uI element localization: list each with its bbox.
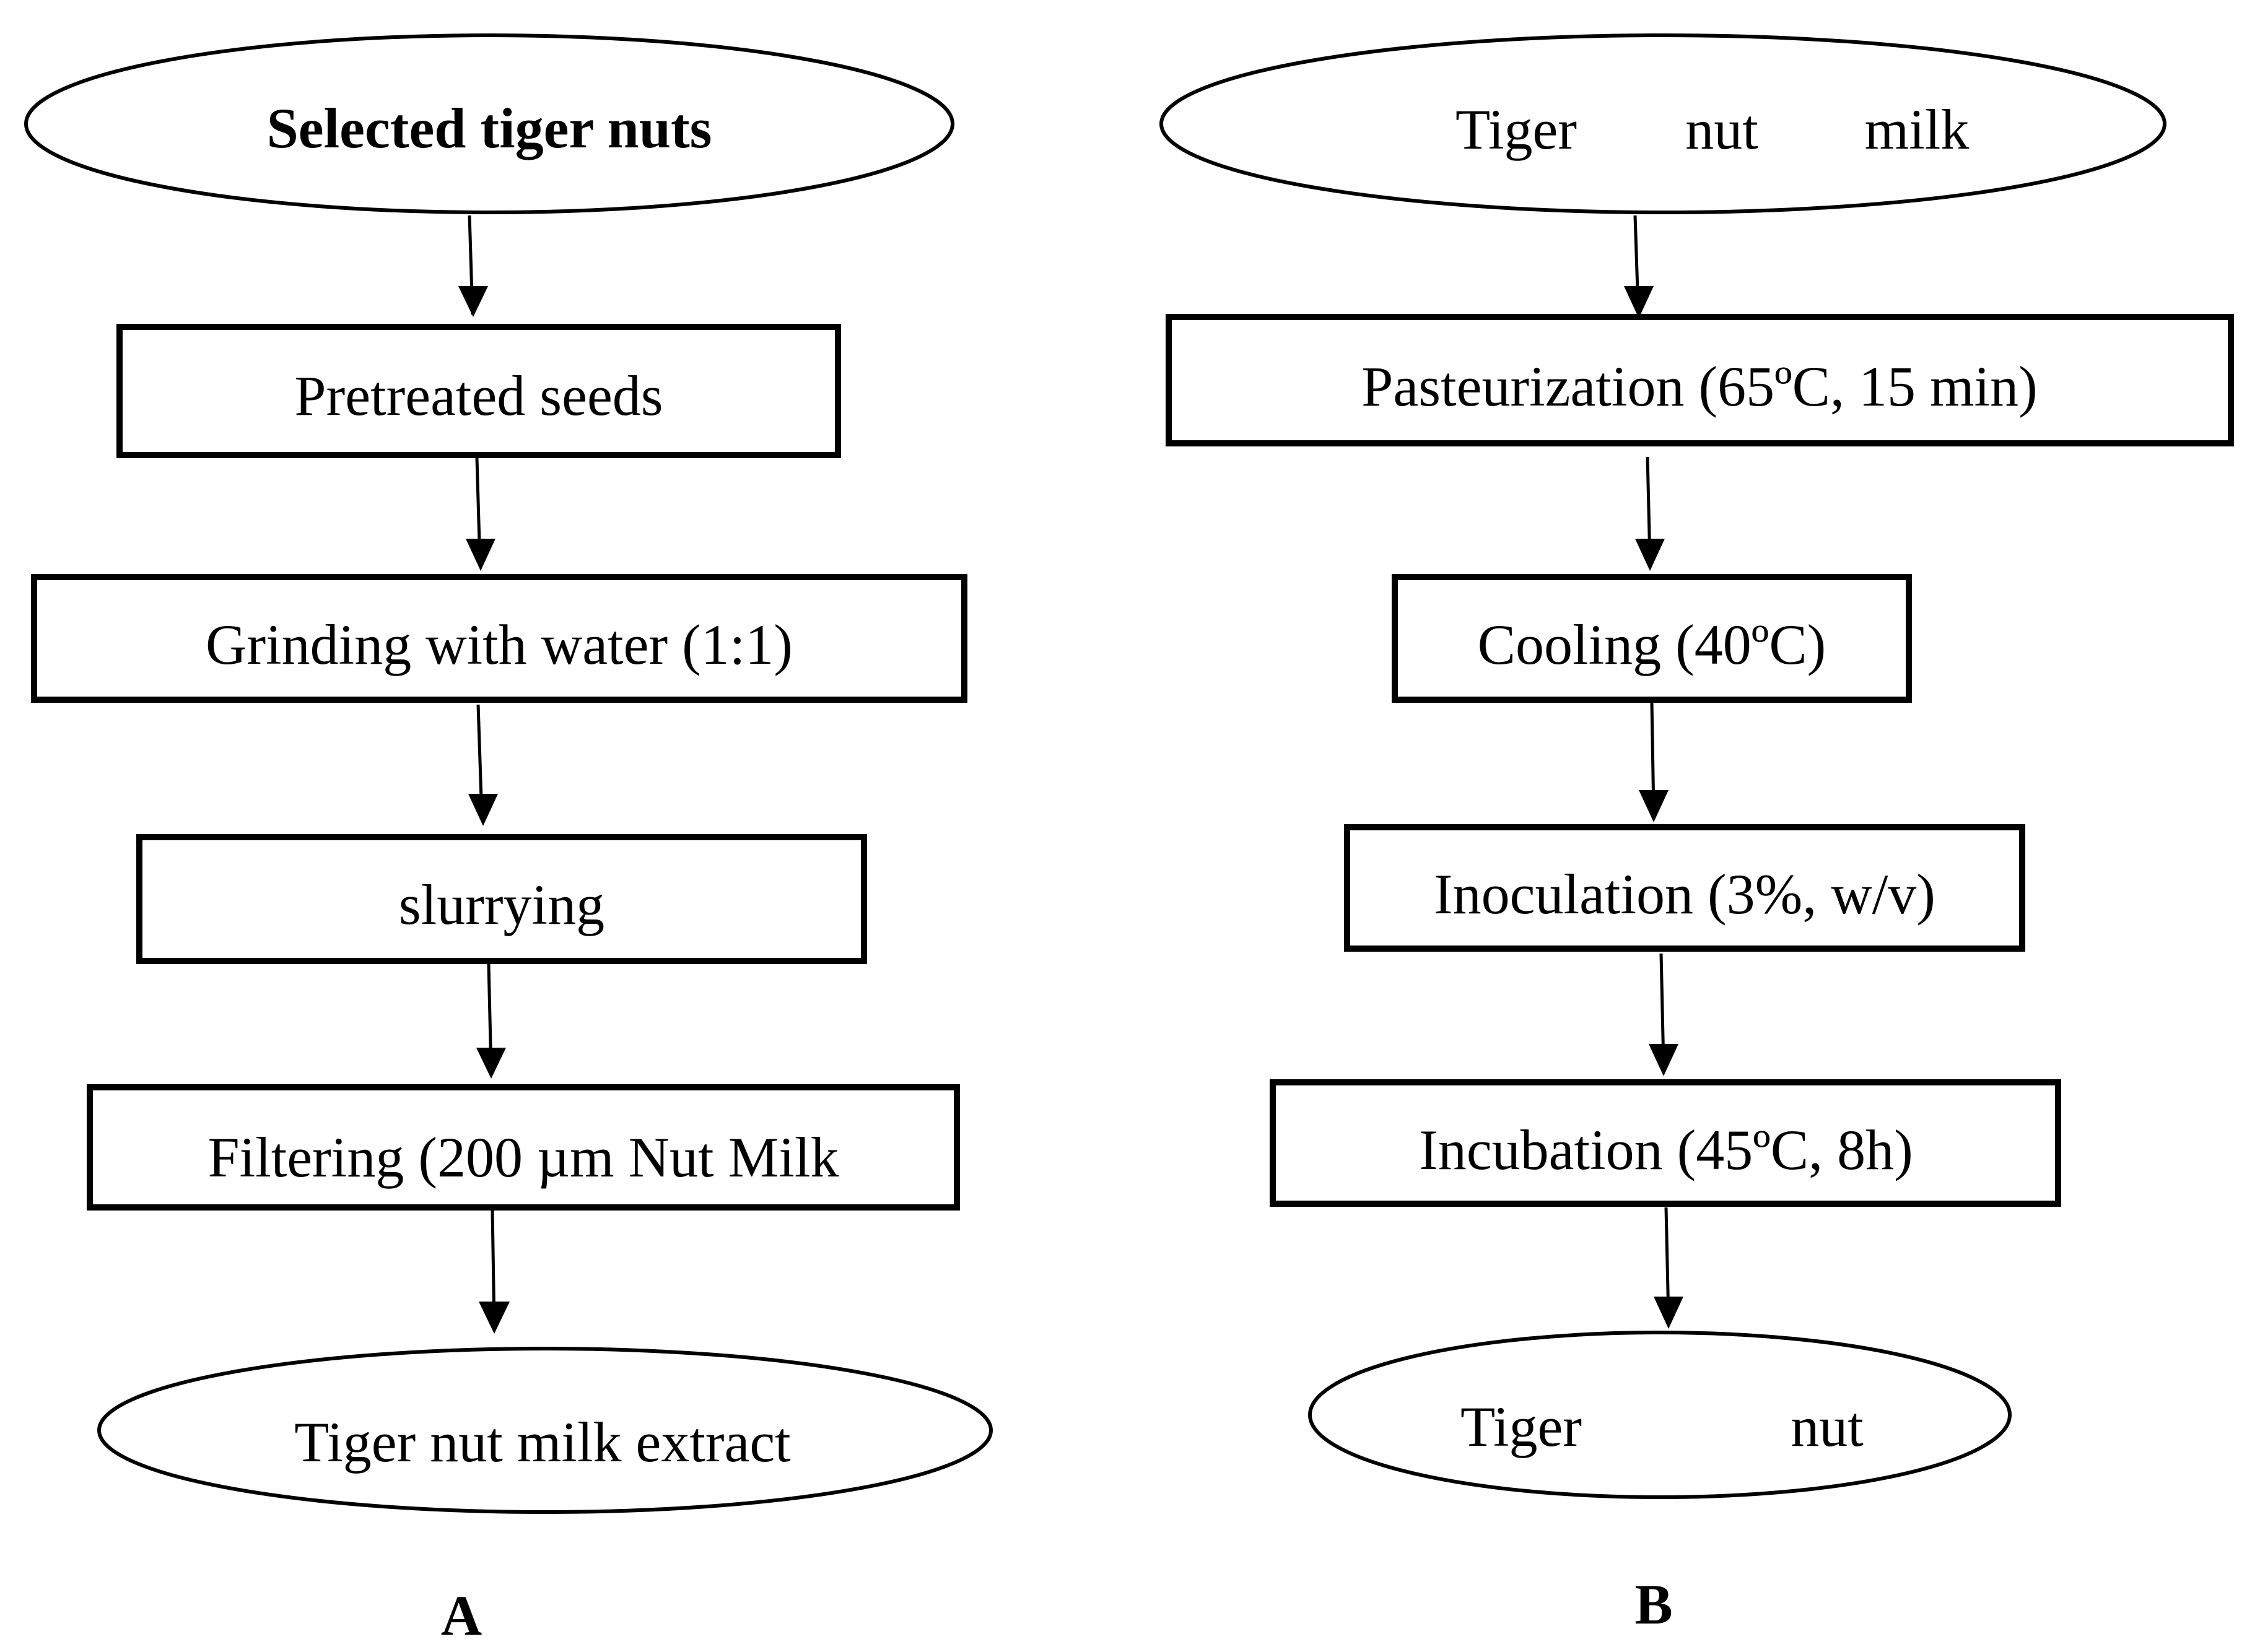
end-node-b-word-1: Tiger (1460, 1395, 1582, 1458)
process-box-b-1 (1166, 314, 2234, 446)
start-node-b-word-2: nut (1685, 98, 1758, 161)
process-box-a-3 (136, 834, 867, 964)
arrowhead-b-3 (1639, 790, 1669, 822)
process-box-b-4 (1270, 1079, 2061, 1207)
process-box-a-2-label: Grinding with water (1:1) (206, 613, 793, 676)
process-box-b-3 (1344, 824, 2025, 952)
arrowhead-b-1 (1624, 286, 1654, 318)
start-node-a-label: Selected tiger nuts (267, 97, 712, 160)
arrowhead-a-2 (466, 539, 495, 571)
end-node-b (1308, 1331, 2012, 1499)
panel-b-caption: B (1634, 1573, 1672, 1636)
start-node-b (1159, 33, 2166, 214)
process-box-b-3-label: Inoculation (3%, w/v) (1434, 863, 1935, 926)
process-box-a-2 (31, 574, 967, 703)
end-node-a-label: Tiger nut milk extract (294, 1411, 791, 1474)
process-box-a-4-label: Filtering (200 µm Nut Milk (207, 1126, 839, 1189)
arrowhead-a-4 (476, 1048, 506, 1079)
arrowhead-b-5 (1654, 1297, 1683, 1329)
process-box-b-2 (1392, 574, 1912, 703)
panel-b: Tiger nut milk Pasteurization (65ºC, 15 … (1159, 33, 2234, 1636)
process-box-a-1 (116, 324, 841, 458)
arrowhead-b-2 (1635, 539, 1665, 571)
panel-a-caption: A (441, 1584, 482, 1647)
process-box-a-4 (87, 1084, 960, 1211)
start-node-b-word-3: milk (1865, 98, 1970, 161)
process-box-b-2-label: Cooling (40ºC) (1478, 613, 1826, 676)
start-node-b-word-1: Tiger (1455, 98, 1577, 161)
arrowhead-a-1 (458, 286, 488, 317)
process-box-b-4-label: Incubation (45ºC, 8h) (1419, 1118, 1913, 1181)
start-node-a (24, 33, 954, 214)
process-box-b-1-label: Pasteurization (65ºC, 15 min) (1361, 355, 2037, 418)
arrowhead-a-3 (468, 794, 498, 826)
process-box-a-1-label: Pretreated seeds (294, 364, 663, 427)
end-node-b-word-2: nut (1791, 1395, 1864, 1458)
arrowhead-b-4 (1649, 1044, 1678, 1076)
panel-a: Selected tiger nuts Pretreated seeds Gri… (24, 33, 993, 1647)
process-box-a-3-label: slurrying (399, 873, 604, 936)
end-node-a (97, 1347, 993, 1514)
arrowhead-a-5 (479, 1302, 510, 1334)
